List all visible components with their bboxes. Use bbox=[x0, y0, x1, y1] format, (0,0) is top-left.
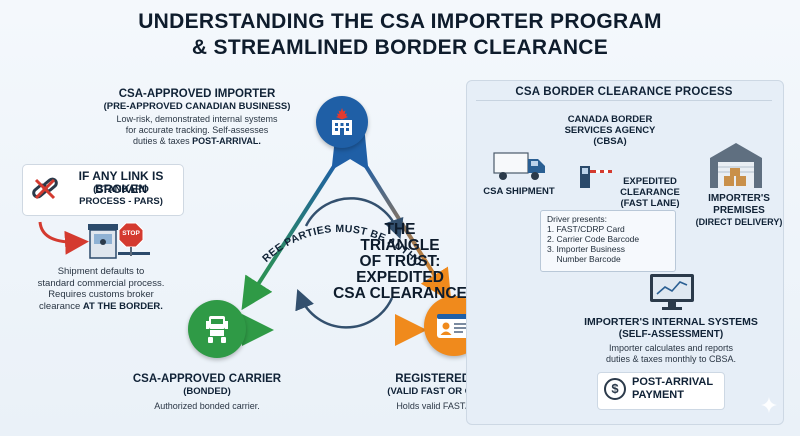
importer-title: CSA-APPROVED IMPORTER bbox=[118, 88, 276, 100]
systems-desc: Importer calculates and reports duties &… bbox=[605, 343, 737, 364]
carrier-node bbox=[188, 300, 246, 358]
broken-chain-icon bbox=[32, 177, 58, 200]
stop-sign-label: STOP bbox=[122, 230, 140, 237]
truck-icon bbox=[206, 316, 228, 343]
driver-item-3: 3. Importer Business bbox=[547, 244, 625, 254]
systems-line-1: IMPORTER'S INTERNAL SYSTEMS bbox=[584, 316, 758, 328]
broken-subtitle-1: (STANDARD bbox=[93, 184, 149, 195]
edge-importer-driver bbox=[337, 134, 452, 303]
driver-item-4: Number Barcode bbox=[547, 254, 621, 264]
importer-desc: Low-risk, demonstrated internal systems … bbox=[116, 114, 278, 146]
warehouse-icon bbox=[710, 143, 762, 188]
importer-subtitle: (PRE-APPROVED CANADIAN BUSINESS) bbox=[103, 101, 291, 112]
inner-cycle-arrow-bottom bbox=[295, 289, 394, 329]
shipment-truck-icon bbox=[493, 152, 545, 180]
inner-cycle-arrow-top bbox=[304, 197, 404, 240]
id-card-icon bbox=[437, 314, 471, 338]
broken-subtitle-2: PROCESS - PARS) bbox=[79, 196, 163, 207]
importer-node bbox=[316, 96, 368, 148]
dollar-coin-icon: $ bbox=[604, 378, 626, 400]
driver-item-2: 2. Carrier Code Barcode bbox=[547, 234, 640, 244]
premises-line-2: PREMISES bbox=[713, 205, 765, 216]
process-panel-divider bbox=[476, 100, 772, 101]
expedited-line-3: (FAST LANE) bbox=[620, 198, 680, 209]
cbsa-line-1: CANADA BORDER bbox=[567, 114, 653, 125]
customs-booth-icon bbox=[88, 224, 150, 259]
broken-desc: Shipment defaults to standard commercial… bbox=[37, 266, 165, 312]
driver-presents-box: Driver presents: 1. FAST/CDRP Card 2. Ca… bbox=[540, 210, 676, 272]
carrier-desc: Authorized bonded carrier. bbox=[154, 401, 260, 411]
triangle-center-text: THE TRIANGLE OF TRUST: EXPEDITED CSA CLE… bbox=[333, 221, 467, 302]
carrier-title: CSA-APPROVED CARRIER bbox=[132, 373, 282, 385]
driver-desc: Holds valid FAST/CDRP card. bbox=[396, 401, 516, 411]
expedited-line-1: EXPEDITED bbox=[623, 176, 677, 187]
page-title-line-2: & STREAMLINED BORDER CLEARANCE bbox=[191, 36, 609, 59]
sparkle-icon bbox=[761, 397, 777, 413]
stop-sign-icon bbox=[118, 222, 144, 256]
premises-line-1: IMPORTER'S bbox=[708, 193, 770, 204]
broken-arrow bbox=[38, 221, 89, 255]
driver-item-1: 1. FAST/CDRP Card bbox=[547, 224, 625, 234]
shipment-label: CSA SHIPMENT bbox=[483, 186, 555, 197]
driver-subtitle: (VALID FAST OR CDRP CARD) bbox=[387, 386, 525, 397]
carrier-subtitle: (BONDED) bbox=[183, 386, 231, 397]
systems-line-2: (SELF-ASSESSMENT) bbox=[618, 329, 724, 340]
premises-line-3: (DIRECT DELIVERY) bbox=[695, 217, 783, 227]
expedited-line-2: CLEARANCE bbox=[620, 187, 680, 198]
edge-importer-carrier bbox=[241, 134, 363, 311]
cbsa-line-3: (CBSA) bbox=[593, 136, 627, 147]
building-maple-leaf-icon bbox=[332, 108, 352, 135]
process-title: CSA BORDER CLEARANCE PROCESS bbox=[515, 86, 733, 98]
page-title-line-1: UNDERSTANDING THE CSA IMPORTER PROGRAM bbox=[138, 10, 662, 33]
payment-label: POST-ARRIVAL PAYMENT bbox=[632, 376, 714, 401]
broken-title: IF ANY LINK IS BROKEN bbox=[78, 169, 164, 196]
computer-monitor-icon bbox=[650, 274, 694, 310]
cbsa-line-2: SERVICES AGENCY bbox=[564, 125, 656, 136]
driver-presents-heading: Driver presents: bbox=[547, 214, 607, 224]
border-gate-icon bbox=[580, 166, 612, 188]
